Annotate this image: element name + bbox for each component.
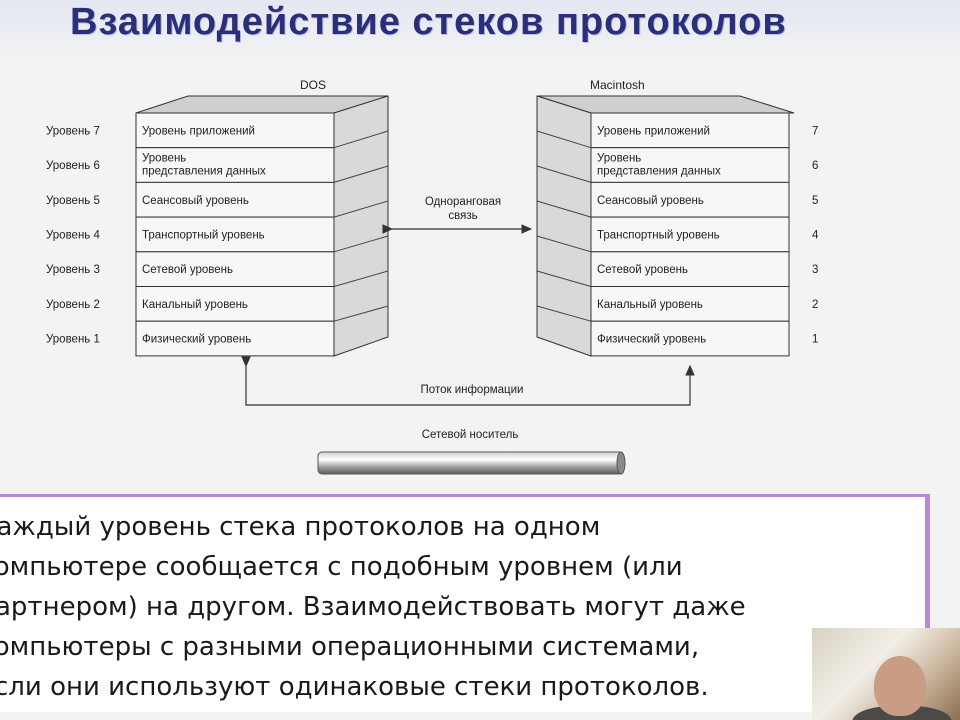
right-layer-level: 2 <box>812 299 818 311</box>
caption-box: Каждый уровень стека протоколов на одном… <box>0 494 930 712</box>
right-layer-name: Уровень <box>597 153 641 165</box>
right-layer-level: 3 <box>812 264 818 276</box>
left-layer-name: Транспортный уровень <box>142 229 265 241</box>
right-layer-name-cont: представления данных <box>597 166 721 178</box>
right-layer-box <box>590 181 790 218</box>
left-layer-level: Уровень 4 <box>46 229 100 241</box>
right-layer-box <box>590 286 790 322</box>
left-stack-label: DOS <box>300 78 326 92</box>
left-side-divider <box>333 165 389 183</box>
right-layer-name: Сеансовый уровень <box>597 195 704 207</box>
right-layer-box <box>590 147 790 183</box>
right-layer-level: 6 <box>812 160 818 172</box>
left-layer-box <box>135 251 335 288</box>
left-layer-box <box>135 147 335 183</box>
right-layer-level: 5 <box>812 195 818 207</box>
right-layer-level: 4 <box>812 229 819 241</box>
left-layer-name: Сетевой уровень <box>142 264 233 276</box>
right-side-divider <box>536 165 592 183</box>
title-band <box>0 0 960 60</box>
left-side-divider <box>333 305 389 322</box>
right-side-divider <box>536 130 592 149</box>
left-layer-level: Уровень 2 <box>46 299 100 311</box>
webcam-person-head <box>874 656 926 716</box>
right-side-divider <box>536 305 592 322</box>
peer-link-label-bg <box>404 192 522 224</box>
webcam-overlay <box>812 628 960 720</box>
left-layer-level: Уровень 3 <box>46 264 100 276</box>
left-stack-layers: Уровень приложений Уровень 7 Уровеньпредст… <box>46 112 335 357</box>
left-layer-name: Физический уровень <box>142 334 251 346</box>
left-side-divider <box>333 130 389 149</box>
left-stack-side-lines <box>333 130 389 322</box>
right-side-divider <box>536 270 592 287</box>
left-stack-side <box>333 95 389 357</box>
left-layer-name: Сеансовый уровень <box>142 195 249 207</box>
right-layer-box <box>590 216 790 253</box>
right-layer-name: Транспортный уровень <box>597 229 720 241</box>
right-layer-level: 1 <box>812 334 818 346</box>
right-layer-name: Физический уровень <box>597 334 706 346</box>
right-side-divider <box>536 235 592 253</box>
right-layer-name: Канальный уровень <box>597 299 703 311</box>
left-layer-level: Уровень 6 <box>46 160 100 172</box>
medium-label: Сетевой носитель <box>422 429 519 441</box>
right-layer-name: Уровень приложений <box>597 125 710 137</box>
left-layer-level: Уровень 5 <box>46 195 100 207</box>
left-layer-name: Канальный уровень <box>142 299 248 311</box>
right-stack-label: Macintosh <box>590 78 645 92</box>
right-stack-layers: Уровень приложений 7Уровеньпредставления … <box>590 112 819 357</box>
left-layer-box <box>135 112 335 149</box>
left-layer-name: Уровень <box>142 153 186 165</box>
left-side-divider <box>333 235 389 253</box>
right-layer-level: 7 <box>812 125 818 137</box>
right-layer-box <box>590 112 790 149</box>
left-layer-level: Уровень 7 <box>46 125 100 137</box>
right-stack-side-lines <box>536 130 592 322</box>
left-layer-level: Уровень 1 <box>46 334 100 346</box>
left-layer-box <box>135 181 335 218</box>
peer-link-label-line1: Одноранговая <box>425 196 501 208</box>
caption-text: Каждый уровень стека протоколов на одном… <box>0 512 746 702</box>
left-side-divider <box>333 270 389 287</box>
right-layer-box <box>590 320 790 357</box>
right-layer-box <box>590 251 790 288</box>
info-flow-path <box>241 356 695 406</box>
right-stack-side <box>536 95 592 357</box>
left-side-divider <box>333 200 389 218</box>
left-layer-box <box>135 320 335 357</box>
right-layer-name: Сетевой уровень <box>597 264 688 276</box>
left-layer-name: Уровень приложений <box>142 125 255 137</box>
network-cable-end <box>616 451 626 475</box>
right-side-divider <box>536 200 592 218</box>
left-layer-box <box>135 216 335 253</box>
slide-title: Взаимодействие стеков протоколов <box>70 1 787 43</box>
peer-link-label-line2: связь <box>448 210 477 222</box>
left-layer-box <box>135 286 335 322</box>
network-cable <box>317 451 624 475</box>
left-layer-name-cont: представления данных <box>142 166 266 178</box>
info-flow-label: Поток информации <box>421 384 524 396</box>
